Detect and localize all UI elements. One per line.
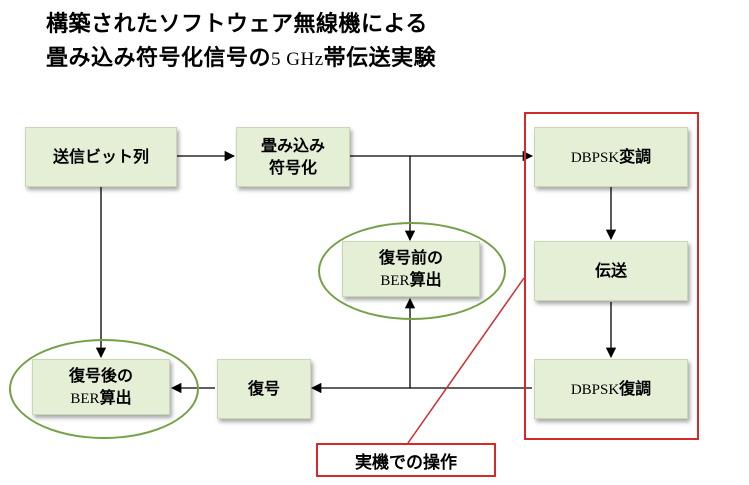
block-transmission: 伝送	[534, 241, 688, 301]
block-tx-bits-label: 送信ビット列	[52, 147, 149, 166]
block-ber-before-latin: BER	[380, 272, 410, 289]
ellipse-ber-after	[9, 339, 199, 439]
title-line-2-suffix: 帯伝送実験	[323, 46, 437, 71]
callout-label: 実機での操作	[355, 452, 457, 473]
block-conv-encoder-line1: 畳み込み	[260, 136, 325, 155]
block-dbpsk-demod-suffix: 復調	[619, 378, 652, 398]
block-decode: 復号	[217, 359, 311, 419]
block-ber-before-decode: 復号前の BER算出	[342, 241, 480, 297]
block-ber-after-latin: BER	[70, 390, 100, 407]
real-hardware-region	[524, 112, 699, 440]
block-ber-after-suffix: 算出	[99, 387, 132, 407]
title-line-2-frequency: 5 GHz	[271, 49, 324, 70]
block-conv-encoder: 畳み込み 符号化	[236, 127, 350, 187]
ellipse-ber-before	[318, 222, 506, 320]
block-tx-bits: 送信ビット列	[25, 127, 177, 187]
diagram-title: 構築されたソフトウェア無線機による 畳み込み符号化信号の5 GHz帯伝送実験	[46, 8, 436, 77]
callout-leader-line	[407, 277, 525, 444]
block-dbpsk-demod-latin: DBPSK	[570, 381, 620, 398]
block-decode-label: 復号	[247, 379, 280, 398]
block-dbpsk-demod: DBPSK復調	[534, 359, 688, 419]
block-dbpsk-mod-latin: DBPSK	[570, 149, 620, 166]
block-conv-encoder-line2: 符号化	[268, 158, 317, 177]
block-ber-after-decode: 復号後の BER算出	[32, 359, 170, 415]
block-ber-after-line1: 復号後の	[68, 365, 133, 385]
block-dbpsk-mod: DBPSK変調	[534, 127, 688, 187]
title-line-2-prefix: 畳み込み符号化信号の	[46, 46, 272, 71]
block-ber-before-line1: 復号前の	[378, 247, 443, 267]
block-transmission-label: 伝送	[594, 261, 627, 280]
block-ber-before-suffix: 算出	[409, 269, 442, 289]
callout-real-hardware: 実機での操作	[316, 443, 496, 477]
title-line-1: 構築されたソフトウェア無線機による	[46, 12, 428, 37]
block-dbpsk-mod-suffix: 変調	[619, 146, 652, 166]
